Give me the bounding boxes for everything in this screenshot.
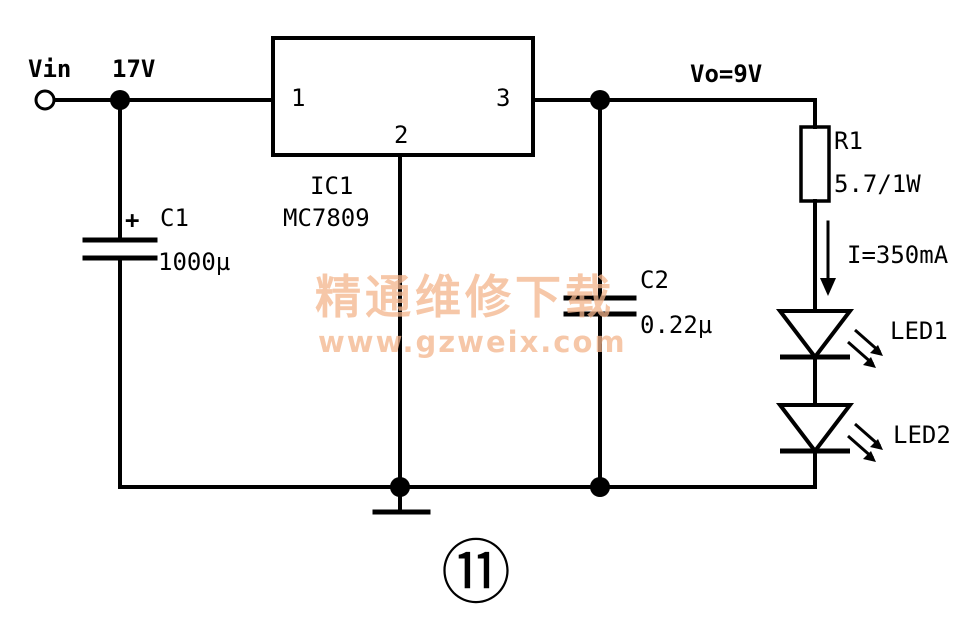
c1-polarity-label: + xyxy=(125,206,139,234)
r1-name-label: R1 xyxy=(834,127,863,155)
ic-part-label: MC7809 xyxy=(283,204,370,232)
junction-dot xyxy=(390,477,410,497)
ic-name-label: IC1 xyxy=(310,172,353,200)
junction-dot xyxy=(590,477,610,497)
vin-terminal xyxy=(34,89,56,111)
ic-pin1-label: 1 xyxy=(291,84,305,112)
watermark-url: www.gzweix.com xyxy=(318,325,627,359)
junction-dot xyxy=(590,90,610,110)
ic-pin2-label: 2 xyxy=(394,121,408,149)
junction-dot xyxy=(110,90,130,110)
figure-number: ⑪ xyxy=(441,532,511,614)
vin-voltage-label: 17V xyxy=(112,55,155,83)
led2-diode xyxy=(775,403,883,462)
c2-value-label: 0.22µ xyxy=(640,311,712,339)
watermark-chinese: 精通维修下载 xyxy=(315,270,615,324)
vout-label: Vo=9V xyxy=(690,60,762,88)
current-label: I=350mA xyxy=(847,241,949,269)
led2-label: LED2 xyxy=(893,421,951,449)
led1-label: LED1 xyxy=(890,317,948,345)
c1-value-label: 1000µ xyxy=(158,248,230,276)
c2-name-label: C2 xyxy=(640,266,669,294)
c1-name-label: C1 xyxy=(160,204,189,232)
current-arrowhead xyxy=(820,278,836,296)
led1-diode xyxy=(775,309,883,368)
r1-value-label: 5.7/1W xyxy=(834,170,921,198)
vin-label: Vin xyxy=(28,55,71,83)
ic1-box xyxy=(271,36,535,157)
resistor-r1 xyxy=(799,125,831,203)
ic-pin3-label: 3 xyxy=(496,84,510,112)
